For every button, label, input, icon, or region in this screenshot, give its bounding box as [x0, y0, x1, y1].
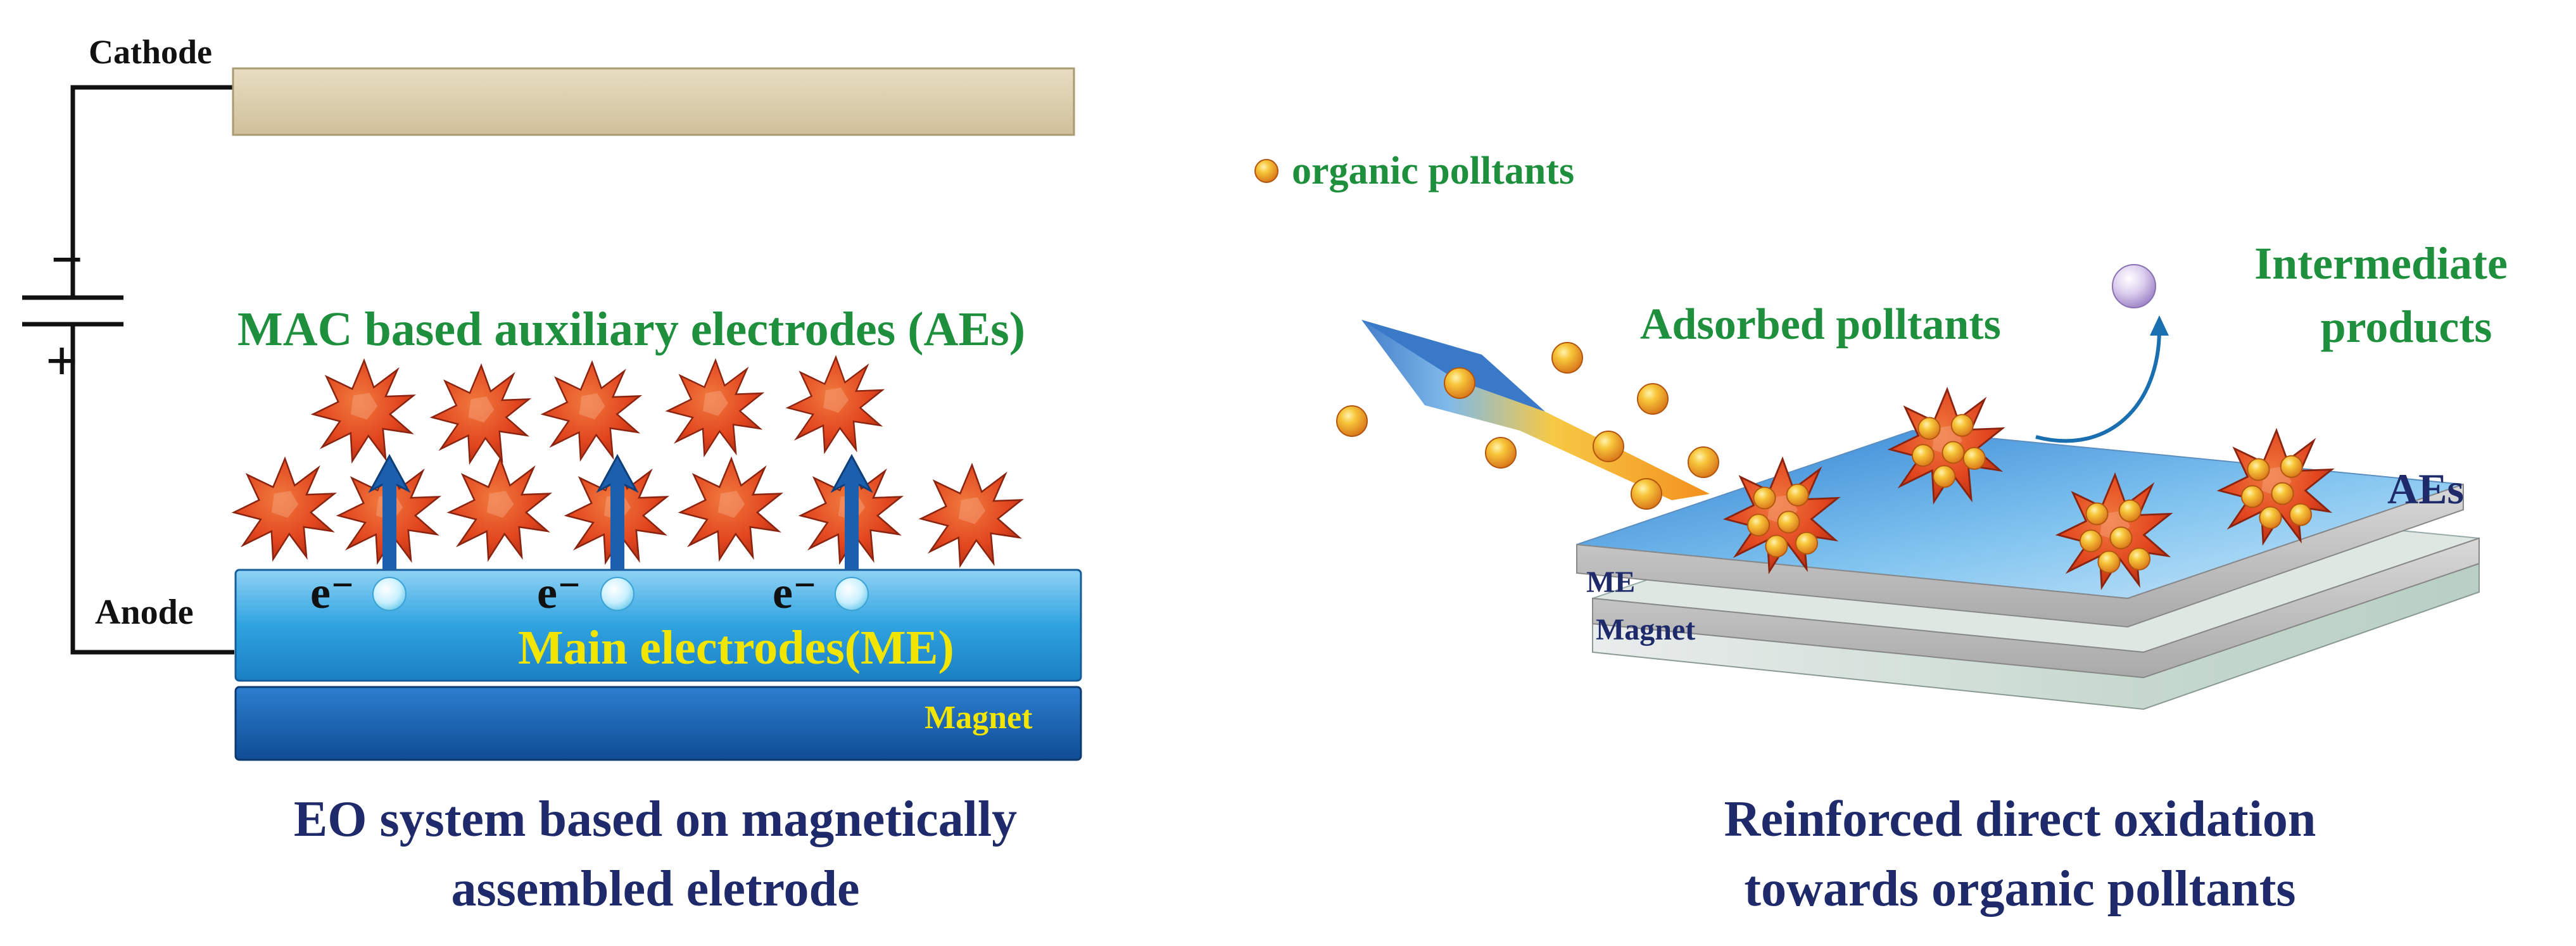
right-caption-line2: towards organic polltants [1744, 861, 2295, 917]
legend-label: organic polltants [1292, 149, 1574, 192]
anode-label: Anode [95, 593, 194, 632]
aes-label: MAC based auxiliary electrodes (AEs) [237, 303, 1025, 356]
aes-particles-left [232, 356, 1023, 567]
pollutant-legend-icon [1254, 159, 1279, 183]
intermediate-product-icon [2112, 264, 2156, 308]
electron-label-3: e⁻ [773, 567, 817, 618]
left-caption-line2: assembled eletrode [451, 861, 859, 917]
intermediate-label-line2: products [2321, 301, 2492, 352]
right-caption-line1: Reinforced direct oxidation [1724, 791, 2316, 847]
battery-minus-sign: − [51, 229, 83, 291]
magnet-slab [234, 686, 1082, 761]
right-panel: organic polltants ME Magnet [1254, 149, 2508, 917]
main-electrode-label: Main electrodes(ME) [518, 621, 954, 674]
left-panel: Cathode − + Anode MAC based auxiliary el… [22, 33, 1082, 917]
electron-label-1: e⁻ [310, 567, 355, 618]
left-caption-line1: EO system based on magnetically [294, 791, 1017, 847]
cathode-label: Cathode [89, 33, 212, 71]
magnet-plate-label: Magnet [1596, 613, 1695, 646]
electron-bubble [372, 577, 407, 611]
aes-right-label: AEs [2387, 465, 2464, 513]
battery-plus-sign: + [46, 330, 78, 393]
electron-bubble [600, 577, 635, 611]
electron-arrows [368, 453, 873, 570]
adsorbed-pollutants-label: Adsorbed polltants [1640, 300, 2001, 349]
magnet-label: Magnet [925, 700, 1033, 736]
cathode-bar [232, 67, 1075, 136]
product-release-arrow [2035, 329, 2161, 443]
circuit-wire [70, 85, 234, 655]
main-electrode-slab [234, 569, 1082, 682]
electron-bubble [835, 577, 869, 611]
me-plate-label: ME [1586, 565, 1635, 599]
electron-label-2: e⁻ [537, 567, 581, 618]
intermediate-label-line1: Intermediate [2254, 238, 2508, 289]
